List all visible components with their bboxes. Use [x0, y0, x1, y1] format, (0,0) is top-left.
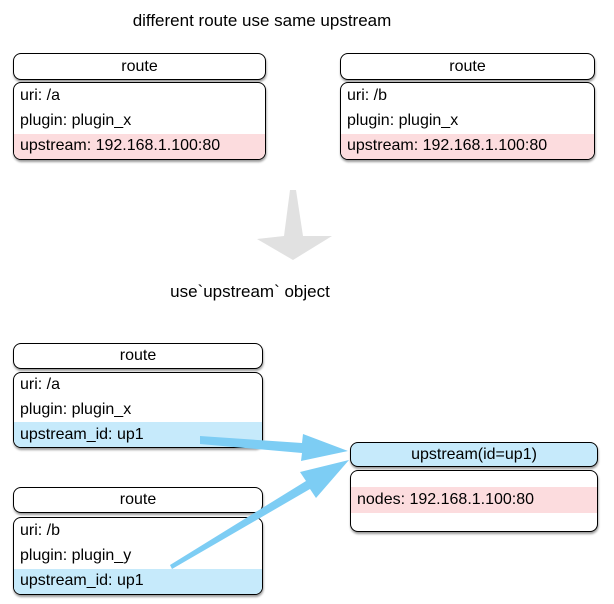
upstream-node-body: nodes: 192.168.1.100:80 [350, 470, 598, 532]
route-node-header: route [13, 343, 263, 369]
route-node-header: route [13, 53, 266, 80]
route-row-plugin: plugin: plugin_x [347, 111, 459, 129]
upstream-node-title: upstream(id=up1) [411, 445, 537, 463]
down-arrow-icon [257, 190, 332, 260]
route-node-body: uri: /a plugin: plugin_x upstream: 192.1… [13, 82, 266, 160]
route-row-upstream-id: upstream_id: up1 [14, 568, 262, 594]
route-row-plugin: plugin: plugin_x [20, 401, 132, 418]
route-node-title: route [121, 57, 158, 75]
route-node-header: route [340, 53, 595, 80]
route-node-body: uri: /b plugin: plugin_x upstream: 192.1… [340, 82, 595, 160]
route-row-uri: uri: /a [20, 376, 61, 394]
route-row-plugin: plugin: plugin_y [20, 546, 132, 564]
route-row-plugin: plugin: plugin_x [20, 111, 132, 129]
route-row-uri: uri: /b [20, 521, 61, 539]
upstream-row-nodes: nodes: 192.168.1.100:80 [351, 487, 597, 513]
route-node-body: uri: /b plugin: plugin_y upstream_id: up… [13, 517, 263, 595]
route-row-uri: uri: /a [20, 86, 61, 104]
route-node-header: route [13, 487, 263, 513]
route-row-upstream: upstream: 192.168.1.100:80 [341, 133, 594, 159]
route-node-body: uri: /a plugin: plugin_x upstream_id: up… [13, 372, 263, 448]
route-node-title: route [449, 57, 486, 75]
upstream-node-header: upstream(id=up1) [350, 442, 598, 467]
diagram-subtitle: use`upstream` object [170, 282, 330, 301]
route-node-title: route [119, 491, 157, 508]
route-row-upstream-id: upstream_id: up1 [14, 422, 262, 447]
route-row-uri: uri: /b [347, 86, 388, 104]
diagram-title: different route use same upstream [132, 11, 392, 30]
route-node-title: route [119, 347, 157, 364]
route-row-upstream: upstream: 192.168.1.100:80 [14, 133, 265, 159]
